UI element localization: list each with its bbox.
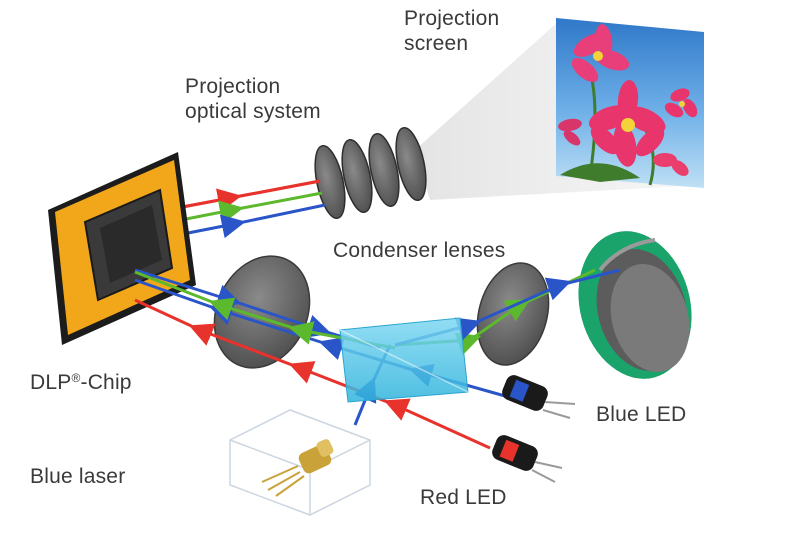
red-led-label: Red LED: [420, 486, 507, 509]
blue-led-label: Blue LED: [596, 403, 687, 426]
blue-led: [502, 375, 576, 419]
right-condenser-lens: [476, 262, 550, 366]
projection-optical-system-label: Projection optical system: [185, 74, 321, 124]
projection-optical-label-line2: optical system: [185, 100, 321, 123]
registered-mark: ®: [71, 371, 81, 385]
phosphor-wheel: [578, 231, 692, 379]
projection-lens-group: [314, 126, 427, 220]
dichroic-prism: [339, 317, 469, 403]
projection-screen: [556, 18, 704, 188]
blue-laser: [229, 409, 371, 516]
condenser-lenses-label: Condenser lenses: [333, 239, 506, 262]
dlp-chip-label-suffix: -Chip: [80, 371, 132, 394]
projection-screen-label-line2: screen: [404, 32, 469, 55]
red-led: [492, 435, 563, 483]
projection-screen-label: Projection screen: [404, 6, 499, 56]
projection-optical-label-line1: Projection: [185, 75, 281, 98]
dlp-chip: [48, 152, 196, 345]
dlp-chip-label: DLP®-Chip: [30, 366, 132, 395]
projection-screen-label-line1: Projection: [404, 7, 500, 30]
dlp-chip-label-prefix: DLP: [30, 371, 72, 394]
flower-image: [558, 24, 698, 186]
blue-laser-label: Blue laser: [30, 465, 126, 488]
